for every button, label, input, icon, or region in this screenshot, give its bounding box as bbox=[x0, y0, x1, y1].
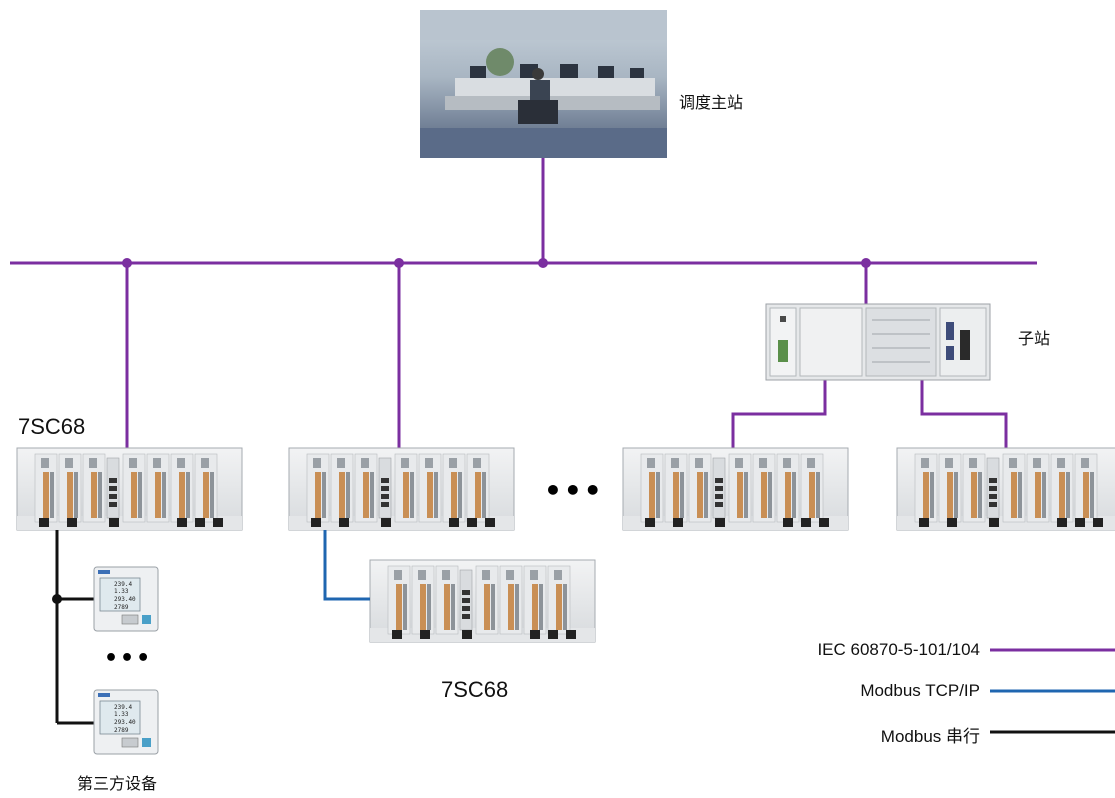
rack-7sc68-main bbox=[17, 448, 242, 530]
svg-text:239.4: 239.4 bbox=[114, 704, 132, 711]
iec-bus bbox=[10, 158, 1037, 448]
modbus-serial-links bbox=[55, 530, 95, 725]
legend-label-iec: IEC 60870-5-101/104 bbox=[817, 640, 980, 659]
device-model-label-bottom: 7SC68 bbox=[441, 677, 509, 702]
substation-label: 子站 bbox=[1018, 329, 1051, 348]
rack-7sc68-tcp bbox=[370, 560, 595, 642]
legend-label-tcp: Modbus TCP/IP bbox=[860, 681, 980, 700]
third-party-label: 第三方设备 bbox=[77, 774, 158, 793]
rack-substation-b bbox=[897, 448, 1115, 530]
bus-junctions bbox=[122, 258, 871, 268]
svg-text:2789: 2789 bbox=[114, 727, 129, 734]
svg-text:1.33: 1.33 bbox=[114, 711, 129, 718]
svg-text:239.4: 239.4 bbox=[114, 581, 132, 588]
rack-ellipsis: ••• bbox=[544, 474, 604, 507]
modbus-tcp-link bbox=[323, 530, 370, 601]
svg-text:293.40: 293.40 bbox=[114, 596, 136, 603]
third-party-meter-2: 239.4 1.33 293.40 2789 bbox=[93, 689, 159, 755]
svg-text:1.33: 1.33 bbox=[114, 588, 129, 595]
legend-label-serial: Modbus 串行 bbox=[880, 727, 980, 746]
svg-text:293.40: 293.40 bbox=[114, 719, 136, 726]
control-center-photo bbox=[420, 10, 667, 158]
substation-unit bbox=[765, 303, 991, 381]
serial-junction bbox=[52, 594, 62, 604]
third-party-meter-1: 239.4 1.33 293.40 2789 bbox=[93, 566, 159, 632]
control-center-label: 调度主站 bbox=[679, 93, 744, 112]
rack-7sc68-2 bbox=[289, 448, 514, 530]
device-model-label-top: 7SC68 bbox=[18, 414, 86, 439]
meter-ellipsis: ••• bbox=[104, 646, 153, 671]
svg-text:2789: 2789 bbox=[114, 604, 129, 611]
rack-substation-a bbox=[623, 448, 848, 530]
